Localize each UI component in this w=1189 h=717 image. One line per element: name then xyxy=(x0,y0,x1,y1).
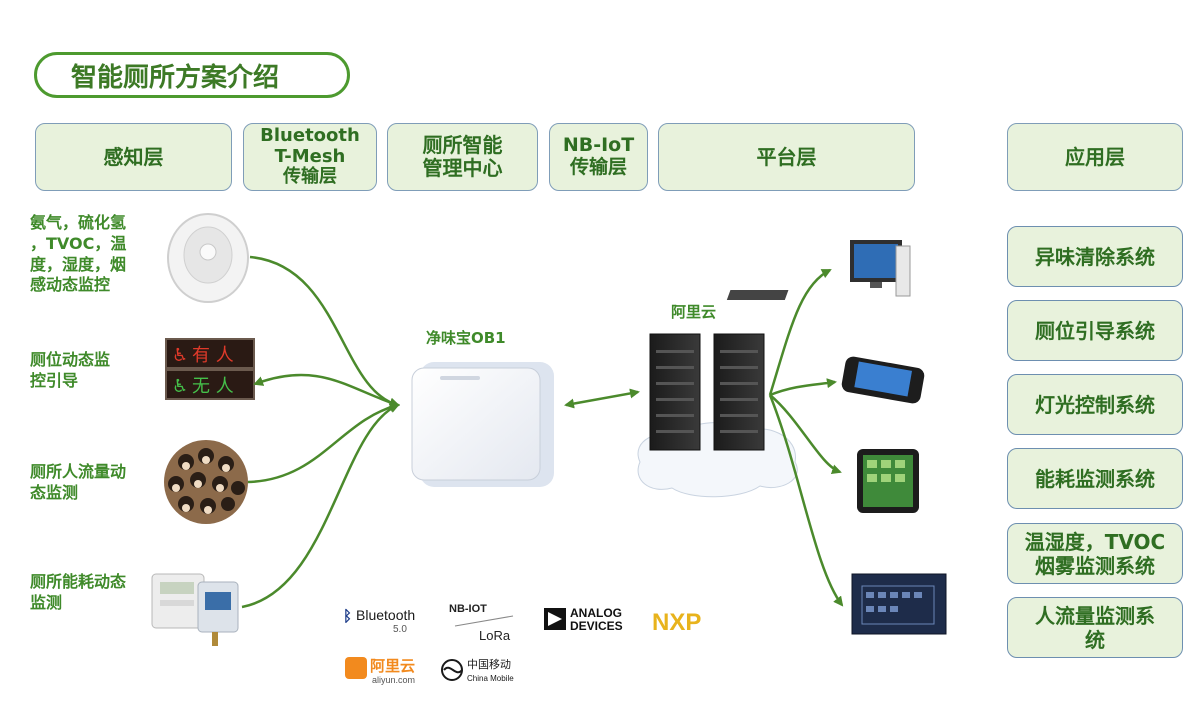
management-center-box: 厕所智能 管理中心 xyxy=(387,123,538,191)
stall-sign-icon: ♿ 有 人 ♿ 无 人 xyxy=(165,338,255,400)
aliyun-logo: 阿里云 aliyun.com xyxy=(345,657,415,685)
ob1-device-icon xyxy=(411,362,554,487)
analog-devices-logo: ANALOG DEVICES xyxy=(544,606,623,633)
floorplan-display-icon xyxy=(851,573,947,635)
device-label: 净味宝OB1 xyxy=(426,329,506,347)
desktop-pc-icon xyxy=(726,240,911,300)
nxp-logo: NXP xyxy=(652,609,701,636)
application-layer-box: 应用层 xyxy=(1007,123,1183,191)
svg-text:♿: ♿ xyxy=(172,345,188,366)
nb-layer-line2: 传输层 xyxy=(569,156,627,178)
sensor-label-energy: 厕所能耗动态 监测 xyxy=(30,572,127,612)
svg-text:中国移动: 中国移动 xyxy=(467,658,511,671)
svg-text:5.0: 5.0 xyxy=(393,624,407,635)
bt-layer-line3: 传输层 xyxy=(283,166,337,188)
cloud-label: 阿里云 xyxy=(671,303,717,321)
china-mobile-logo: 中国移动 China Mobile xyxy=(441,658,514,683)
bluetooth-logo: ᛒ Bluetooth 5.0 xyxy=(343,607,415,635)
app-energy-monitor: 能耗监测系统 xyxy=(1007,448,1183,509)
sign-vacant-text: 无 人 xyxy=(192,376,234,397)
sensing-layer-box: 感知层 xyxy=(35,123,232,191)
svg-text:DEVICES: DEVICES xyxy=(570,619,623,633)
svg-text:aliyun.com: aliyun.com xyxy=(372,675,415,685)
smoke-detector-icon xyxy=(167,213,249,303)
app-lighting-control: 灯光控制系统 xyxy=(1007,374,1183,435)
sensor-label-stall: 厕位动态监 控引导 xyxy=(30,350,111,390)
sign-occupied-text: 有 人 xyxy=(192,345,234,366)
svg-text:ANALOG: ANALOG xyxy=(570,606,622,620)
svg-text:China Mobile: China Mobile xyxy=(467,674,514,683)
bluetooth-mesh-layer-box: Bluetooth T-Mesh 传输层 xyxy=(243,123,377,191)
cloud-server-icon xyxy=(637,333,798,498)
svg-text:Bluetooth: Bluetooth xyxy=(356,607,415,623)
sensor-arrows xyxy=(241,255,400,609)
device-cloud-arrow xyxy=(564,388,640,409)
svg-text:♿: ♿ xyxy=(172,376,188,397)
center-line1: 厕所智能 xyxy=(422,133,503,157)
cloud-device-arrows xyxy=(768,268,844,607)
energy-meter-icon xyxy=(151,573,239,646)
app-odor-removal: 异味清除系统 xyxy=(1007,226,1183,287)
platform-layer-label: 平台层 xyxy=(756,144,817,169)
app-air-smoke-monitor: 温湿度，TVOC 烟雾监测系统 xyxy=(1007,523,1183,584)
svg-text:NB-IOT: NB-IOT xyxy=(449,603,487,615)
nbiot-lora-logo: NB-IOT LoRa xyxy=(449,603,514,643)
sensor-label-air: 氨气，硫化氢 ，TVOC，温 度，湿度，烟 感动态监控 xyxy=(30,213,127,295)
smartphone-icon xyxy=(841,356,925,404)
svg-text:NXP: NXP xyxy=(652,609,701,636)
sensing-layer-label: 感知层 xyxy=(103,144,164,169)
svg-text:阿里云: 阿里云 xyxy=(370,657,415,675)
sensor-label-traffic: 厕所人流量动 态监测 xyxy=(30,462,127,502)
tablet-icon xyxy=(857,449,919,513)
crowd-icon xyxy=(164,440,248,524)
bt-layer-line1: Bluetooth xyxy=(260,124,360,146)
page-title: 智能厕所方案介绍 xyxy=(34,52,350,98)
svg-text:ᛒ: ᛒ xyxy=(343,608,352,625)
bt-layer-line2: T-Mesh xyxy=(274,145,346,167)
application-layer-label: 应用层 xyxy=(1065,144,1125,169)
svg-text:LoRa: LoRa xyxy=(479,628,511,643)
app-stall-guidance: 厕位引导系统 xyxy=(1007,300,1183,361)
nb-layer-line1: NB-IoT xyxy=(562,134,635,157)
nbiot-layer-box: NB-IoT 传输层 xyxy=(549,123,648,191)
platform-layer-box: 平台层 xyxy=(658,123,915,191)
center-line2: 管理中心 xyxy=(422,156,503,180)
app-traffic-monitor: 人流量监测系 统 xyxy=(1007,597,1183,658)
